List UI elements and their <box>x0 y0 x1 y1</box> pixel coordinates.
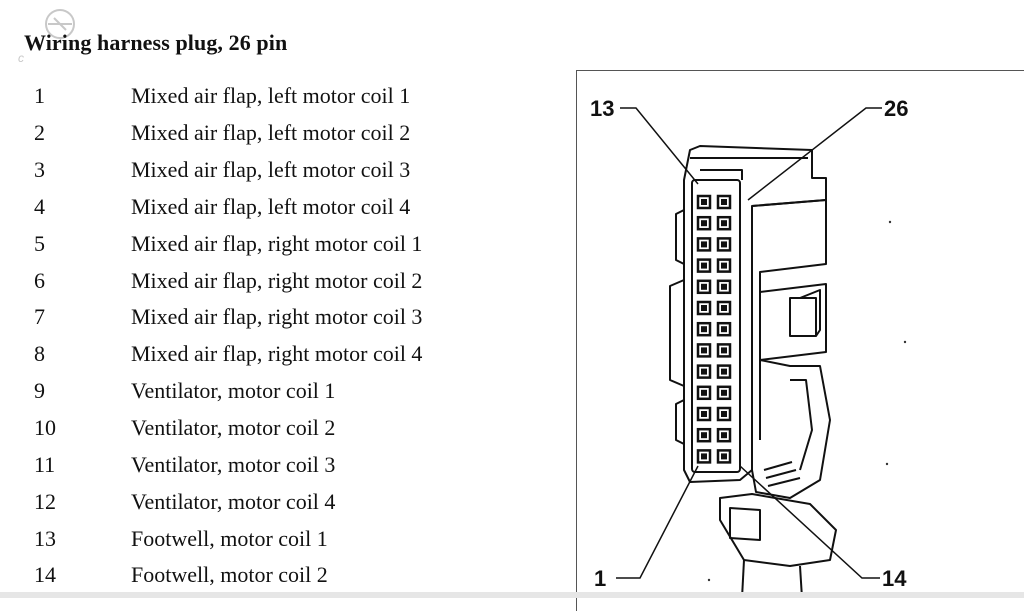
pin-row: 10 Ventilator, motor coil 2 <box>34 410 422 447</box>
pin-description: Mixed air flap, right motor coil 2 <box>131 267 423 293</box>
pin-contact <box>721 453 727 460</box>
pin-contact <box>701 326 707 333</box>
pin-contact <box>721 432 727 439</box>
pin-contact <box>721 368 727 375</box>
pin-row: 8 Mixed air flap, right motor coil 4 <box>34 336 422 373</box>
latch-window <box>789 297 817 337</box>
connector-diagram: 13 26 1 14 <box>590 96 908 598</box>
pin-contact <box>701 347 707 354</box>
pin-contact <box>721 347 727 354</box>
pin-description: Mixed air flap, right motor coil 4 <box>131 341 423 367</box>
pin-contact <box>721 305 727 311</box>
pin-number: 2 <box>34 120 45 146</box>
pin-contact <box>701 453 707 460</box>
pin-description: Mixed air flap, left motor coil 2 <box>131 120 411 146</box>
bottom-scroll-strip <box>0 592 1024 598</box>
pin-row: 12 Ventilator, motor coil 4 <box>34 483 422 520</box>
pin-description: Footwell, motor coil 2 <box>131 562 328 588</box>
pin-row: 1 Mixed air flap, left motor coil 1 <box>34 78 422 115</box>
callout-1: 1 <box>594 566 606 591</box>
callout-26: 26 <box>884 96 908 121</box>
pin-number: 7 <box>34 304 45 330</box>
pin-contact <box>701 368 707 375</box>
pin-row: 9 Ventilator, motor coil 1 <box>34 373 422 410</box>
pin-number: 4 <box>34 193 45 219</box>
pin-contact <box>721 220 727 227</box>
pin-row: 11 Ventilator, motor coil 3 <box>34 446 422 483</box>
pin-contact <box>701 241 707 248</box>
pin-description: Ventilator, motor coil 3 <box>131 451 336 477</box>
pin-grid <box>696 194 732 464</box>
pin-description: Mixed air flap, left motor coil 4 <box>131 193 411 219</box>
pin-number: 9 <box>34 378 45 404</box>
pin-row: 7 Mixed air flap, right motor coil 3 <box>34 299 422 336</box>
pin-number: 8 <box>34 341 45 367</box>
pin-contact <box>721 389 727 396</box>
pin-contact <box>701 432 707 439</box>
leader-line-14 <box>739 465 880 579</box>
pin-contact <box>701 262 707 269</box>
callout-14: 14 <box>882 566 907 591</box>
pin-description: Footwell, motor coil 1 <box>131 525 328 551</box>
pin-number: 10 <box>34 415 56 441</box>
pin-contact <box>701 220 707 227</box>
pin-row: 6 Mixed air flap, right motor coil 2 <box>34 262 422 299</box>
leader-line-13 <box>620 107 699 185</box>
pin-row: 14 Footwell, motor coil 2 <box>34 557 422 594</box>
pin-contact <box>721 241 727 248</box>
pin-contact <box>721 411 727 417</box>
leader-line-26 <box>747 107 882 201</box>
pin-row: 5 Mixed air flap, right motor coil 1 <box>34 225 422 262</box>
pin-description: Ventilator, motor coil 1 <box>131 378 336 404</box>
pin-contact <box>701 305 707 311</box>
pin-number: 11 <box>34 451 56 477</box>
pin-row: 2 Mixed air flap, left motor coil 2 <box>34 115 422 152</box>
pin-description: Mixed air flap, right motor coil 3 <box>131 304 423 330</box>
pin-description: Ventilator, motor coil 2 <box>131 415 336 441</box>
page-title: Wiring harness plug, 26 pin <box>24 30 288 55</box>
pin-contact <box>721 326 727 333</box>
pin-contact <box>721 283 727 290</box>
svg-text:c: c <box>18 51 24 65</box>
pin-field <box>691 179 741 473</box>
pin-contact <box>721 199 727 205</box>
watermark-logo: c <box>18 9 75 65</box>
pin-number: 1 <box>34 83 45 109</box>
pin-row: 13 Footwell, motor coil 1 <box>34 520 422 557</box>
leader-line-1 <box>616 465 699 579</box>
pin-row: 4 Mixed air flap, left motor coil 4 <box>34 189 422 226</box>
pin-description: Mixed air flap, right motor coil 1 <box>131 230 423 256</box>
pin-number: 3 <box>34 157 45 183</box>
pin-contact <box>701 411 707 417</box>
pin-contact <box>701 199 707 205</box>
pin-number: 13 <box>34 525 56 551</box>
callout-13: 13 <box>590 96 614 121</box>
pin-description: Ventilator, motor coil 4 <box>131 488 336 514</box>
pin-number: 12 <box>34 488 56 514</box>
pin-number: 5 <box>34 230 45 256</box>
pin-number: 6 <box>34 267 45 293</box>
pin-contact <box>721 262 727 269</box>
pin-contact <box>701 389 707 396</box>
pin-description: Mixed air flap, left motor coil 3 <box>131 157 411 183</box>
pin-number: 14 <box>34 562 56 588</box>
pin-row: 3 Mixed air flap, left motor coil 3 <box>34 152 422 189</box>
pin-description: Mixed air flap, left motor coil 1 <box>131 83 411 109</box>
pin-contact <box>701 283 707 290</box>
